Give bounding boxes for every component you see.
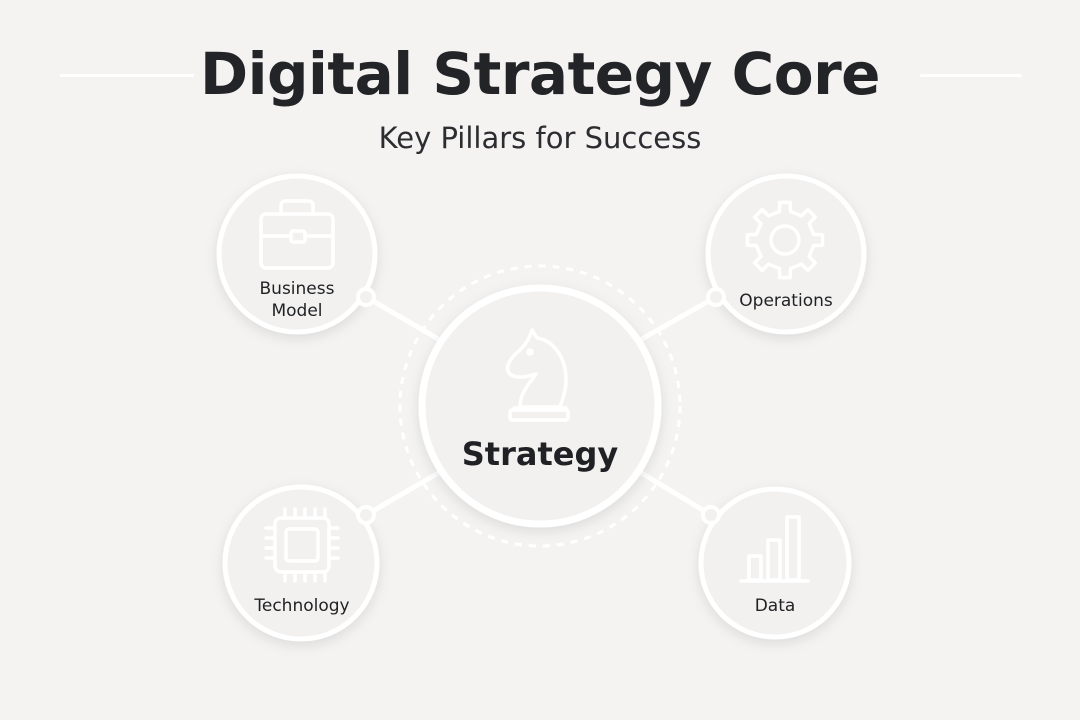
connector-operations — [637, 294, 719, 343]
center-dashed-ring — [398, 264, 682, 548]
gear-icon — [745, 200, 825, 280]
connector-dot-business-model — [356, 287, 376, 307]
connector-dot-operations — [706, 287, 726, 307]
chess-knight-icon — [505, 328, 570, 422]
pillar-node-technology — [222, 484, 380, 642]
page-title: Digital Strategy Core — [199, 40, 881, 108]
title-rule-left — [60, 74, 194, 77]
title-rule-right — [920, 74, 1022, 77]
bar-chart-icon — [739, 515, 810, 583]
connector-dot-technology — [356, 505, 376, 525]
connector-technology — [363, 469, 443, 518]
page-subtitle: Key Pillars for Success — [378, 121, 702, 155]
chip-icon — [264, 507, 340, 583]
connector-dot-data — [701, 505, 721, 525]
pillar-node-data — [698, 486, 852, 640]
briefcase-icon — [259, 199, 335, 270]
connector-business-model — [363, 294, 443, 343]
center-label: Strategy — [461, 435, 619, 473]
pillar-label-data: Data — [754, 596, 796, 616]
connector-data — [637, 469, 714, 518]
pillar-label-operations: Operations — [739, 291, 833, 311]
pillar-label-technology: Technology — [254, 596, 350, 616]
pillar-label-business-model: Business Model — [259, 279, 335, 321]
pillar-node-business-model — [216, 173, 378, 335]
